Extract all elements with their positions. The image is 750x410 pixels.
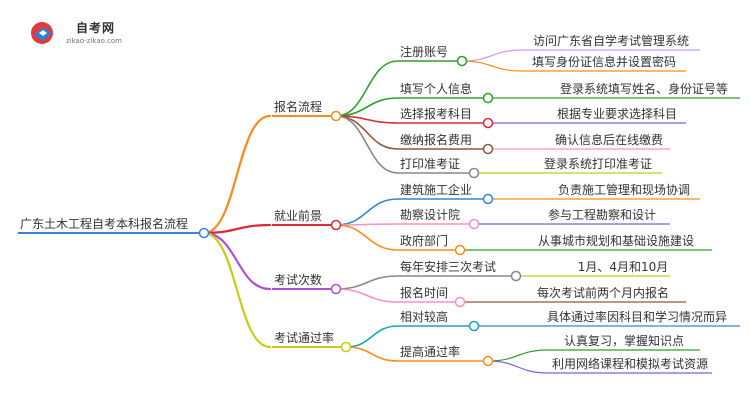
- leaf-connector: [461, 49, 523, 62]
- subtopic-label: 填写个人信息: [400, 81, 472, 96]
- leaf-label: 具体通过率因科目和学习情况而异: [547, 309, 727, 324]
- subtopic-label: 缴纳报名费用: [400, 132, 472, 147]
- subtopic-node-circle: [468, 167, 480, 179]
- site-logo: 自考网 zikao-zikao.com: [30, 18, 140, 48]
- leaf-label: 登录系统打印准考证: [544, 156, 652, 171]
- subtopic-label: 报名时间: [400, 285, 448, 300]
- leaf-label: 负责施工管理和现场协调: [558, 182, 690, 197]
- subtopic-node-circle: [454, 296, 466, 308]
- subtopic-label: 打印准考证: [400, 157, 460, 171]
- subtopic-node-circle: [482, 117, 494, 129]
- subtopic-label: 政府部门: [400, 233, 448, 248]
- subtopic-node-circle: [454, 244, 466, 256]
- leaf-label: 参与工程勘察和设计: [548, 207, 656, 222]
- subtopic-label: 提高通过率: [400, 344, 460, 359]
- subtopic-node-circle: [456, 55, 468, 67]
- logo-title: 自考网: [76, 21, 116, 35]
- branch-connector: [202, 231, 272, 349]
- logo-mark-icon: [31, 22, 53, 44]
- root-node-circle: [198, 227, 210, 239]
- branch-label: 报名流程: [274, 99, 322, 114]
- logo-url: zikao-zikao.com: [66, 37, 122, 45]
- subtopic-node-circle: [510, 270, 522, 282]
- subtopic-node-circle: [468, 320, 480, 332]
- leaf-label: 每次考试前两个月内报名: [537, 285, 669, 300]
- subtopic-connector: [335, 288, 399, 303]
- subtopic-connector: [345, 325, 399, 348]
- leaf-label: 访问广东省自学考试管理系统: [533, 33, 689, 48]
- branch-connector: [202, 231, 272, 291]
- subtopic-connector: [335, 275, 399, 290]
- subtopic-label: 相对较高: [400, 309, 448, 324]
- branch-node-circle: [330, 219, 342, 231]
- leaf-connector: [487, 349, 549, 362]
- subtopic-node-circle: [482, 355, 494, 367]
- branch-node-circle: [330, 283, 342, 295]
- leaf-label: 从事城市规划和基础设施建设: [538, 233, 694, 248]
- branch-connector: [202, 114, 272, 235]
- leaf-label: 利用网络课程和模拟考试资源: [552, 356, 708, 371]
- subtopic-node-circle: [482, 193, 494, 205]
- subtopic-node-circle: [482, 143, 494, 155]
- branch-label: 就业前景: [274, 208, 322, 223]
- branch-label: 考试通过率: [274, 330, 334, 345]
- subtopic-connector: [335, 115, 399, 174]
- leaf-label: 根据专业要求选择科目: [557, 106, 677, 121]
- root-topic: 广东土木工程自考本科报名流程: [20, 216, 188, 231]
- leaf-label: 登录系统填写姓名、身份证号等: [560, 81, 728, 96]
- leaf-connector: [461, 60, 523, 72]
- branch-node-circle: [340, 341, 352, 353]
- subtopic-label: 建筑施工企业: [400, 182, 472, 197]
- subtopic-label: 勘察设计院: [400, 208, 460, 222]
- subtopic-connector: [335, 224, 399, 251]
- subtopic-label: 注册账号: [400, 44, 448, 59]
- branch-node-circle: [330, 110, 342, 122]
- subtopic-connector: [335, 60, 399, 117]
- branch-connector: [202, 223, 272, 235]
- leaf-connector: [487, 360, 549, 374]
- subtopic-connector: [335, 198, 399, 226]
- leaf-label: 填写身份证信息并设置密码: [532, 54, 676, 69]
- leaf-label: 认真复习，掌握知识点: [564, 333, 684, 348]
- subtopic-node-circle: [482, 92, 494, 104]
- leaf-label: 确认信息后在线缴费: [555, 132, 663, 147]
- leaf-label: 1月、4月和10月: [578, 260, 669, 274]
- subtopic-node-circle: [468, 218, 480, 230]
- subtopic-connector: [345, 346, 399, 362]
- subtopic-label: 选择报考科目: [400, 106, 472, 121]
- subtopic-label: 每年安排三次考试: [400, 259, 496, 274]
- branch-label: 考试次数: [274, 272, 322, 287]
